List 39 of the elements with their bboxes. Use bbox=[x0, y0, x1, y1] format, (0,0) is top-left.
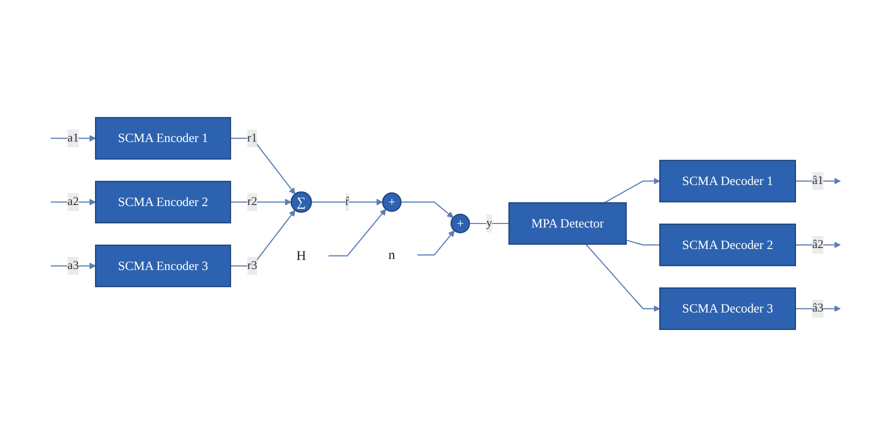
arrow bbox=[795, 242, 841, 248]
node-circle: + bbox=[450, 214, 470, 234]
edge-label: y bbox=[486, 216, 492, 230]
node-box: SCMA Decoder 3 bbox=[659, 287, 796, 330]
node-circle: + bbox=[382, 192, 402, 212]
connector bbox=[626, 240, 660, 246]
edge-label: â1 bbox=[812, 174, 824, 188]
arrow bbox=[400, 202, 454, 218]
arrow bbox=[50, 262, 96, 270]
arrow bbox=[230, 138, 296, 194]
arrow bbox=[418, 230, 455, 256]
edge-label: r1 bbox=[247, 132, 258, 144]
node-box: SCMA Encoder 3 bbox=[95, 244, 232, 288]
arrow bbox=[795, 178, 841, 184]
edge-label: a1 bbox=[68, 132, 79, 144]
edge-label: â3 bbox=[812, 302, 824, 315]
node-box: SCMA Encoder 1 bbox=[95, 117, 232, 160]
node-box: SCMA Decoder 1 bbox=[659, 160, 796, 202]
node-text: H bbox=[296, 248, 306, 263]
arrow bbox=[311, 198, 383, 206]
arrow bbox=[230, 210, 296, 266]
connector bbox=[469, 222, 509, 224]
edge-label: a2 bbox=[68, 195, 79, 208]
arrow bbox=[604, 178, 660, 204]
arrow bbox=[795, 305, 841, 312]
arrow bbox=[50, 135, 96, 142]
arrow bbox=[586, 244, 660, 312]
node-box: MPA Detector bbox=[508, 202, 627, 245]
edge-label: â2 bbox=[812, 238, 824, 251]
node-circle: ∑ bbox=[290, 191, 312, 213]
node-box: SCMA Encoder 2 bbox=[95, 180, 232, 224]
arrow bbox=[328, 208, 386, 256]
edge-label: r3 bbox=[247, 259, 258, 272]
node-box: SCMA Decoder 2 bbox=[659, 224, 796, 266]
arrow bbox=[50, 198, 96, 206]
node-text: n bbox=[388, 247, 396, 262]
arrow bbox=[230, 198, 292, 206]
edge-label: r2 bbox=[247, 195, 258, 208]
edge-label: a3 bbox=[68, 259, 79, 272]
